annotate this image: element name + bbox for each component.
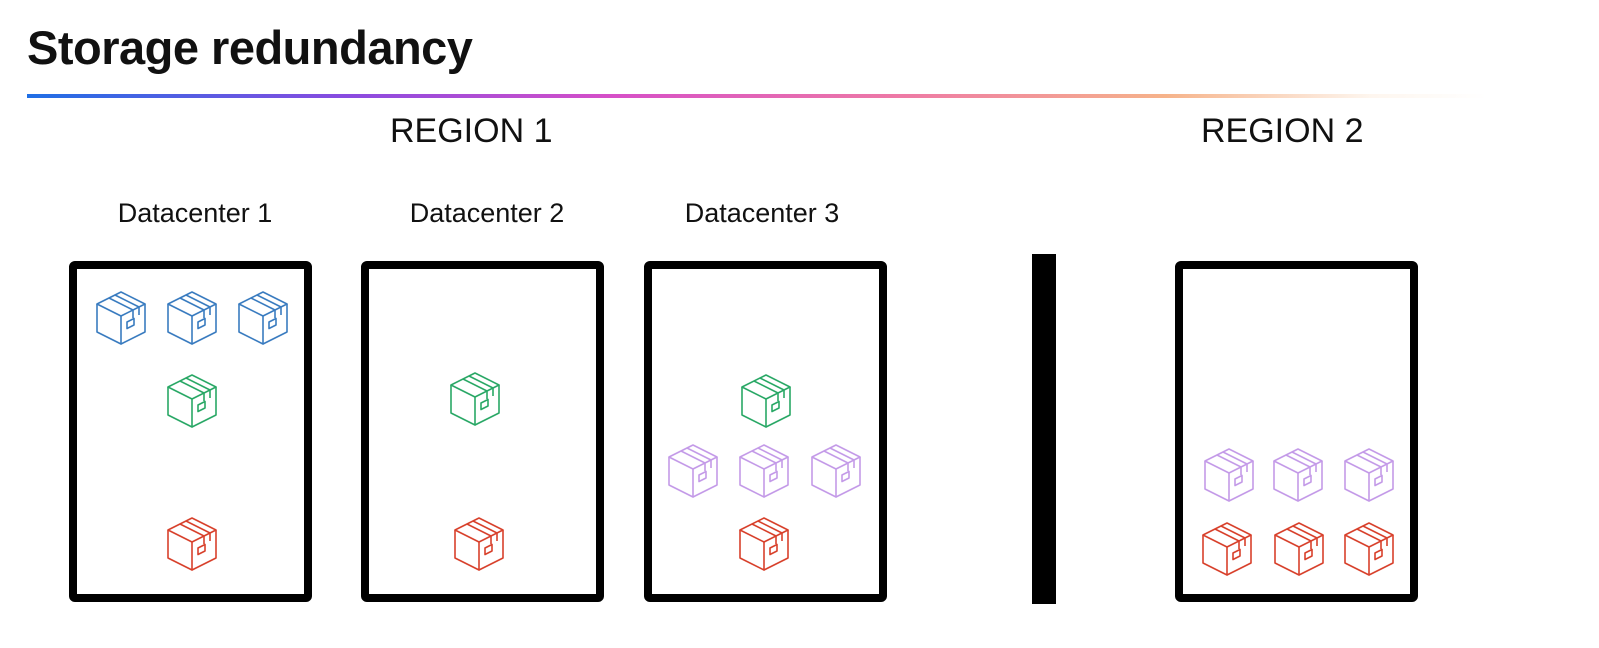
- region-separator: [1032, 254, 1056, 604]
- datacenter-3-box: [644, 261, 887, 602]
- box-icon: [736, 515, 792, 573]
- box-icon: [665, 442, 721, 500]
- box-icon: [1341, 520, 1397, 578]
- box-icon: [451, 515, 507, 573]
- page-title: Storage redundancy: [27, 21, 473, 74]
- box-icon: [808, 442, 864, 500]
- box-icon: [164, 289, 220, 347]
- box-icon: [1201, 446, 1257, 504]
- box-icon: [447, 370, 503, 428]
- box-icon: [1271, 520, 1327, 578]
- datacenter-1-box: [69, 261, 312, 602]
- box-icon: [736, 442, 792, 500]
- box-icon: [164, 515, 220, 573]
- datacenter-1-label: Datacenter 1: [117, 198, 273, 228]
- box-icon: [164, 372, 220, 430]
- box-icon: [1199, 520, 1255, 578]
- datacenter-2-label: Datacenter 2: [409, 198, 565, 228]
- box-icon: [235, 289, 291, 347]
- box-icon: [1270, 446, 1326, 504]
- region-1-label: REGION 1: [390, 112, 553, 150]
- datacenter-2-box: [361, 261, 604, 602]
- box-icon: [738, 372, 794, 430]
- box-icon: [1341, 446, 1397, 504]
- box-icon: [93, 289, 149, 347]
- title-gradient-underline: [27, 94, 1487, 98]
- region-2-label: REGION 2: [1201, 112, 1364, 150]
- datacenter-3-label: Datacenter 3: [684, 198, 840, 228]
